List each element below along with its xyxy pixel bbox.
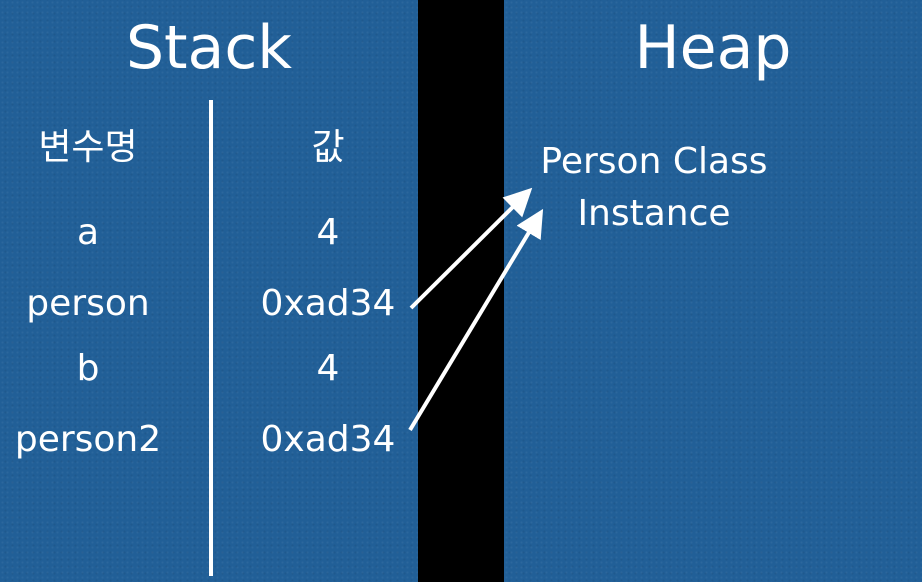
arrow-person2-to-instance <box>408 208 544 432</box>
column-divider <box>209 100 213 576</box>
heap-panel <box>504 0 922 582</box>
header-value: 값 <box>311 127 345 168</box>
arrow-person-to-instance <box>409 187 533 310</box>
row-a-value: 4 <box>316 212 340 253</box>
row-b-name: b <box>76 348 100 389</box>
row-person2-name: person2 <box>14 419 162 460</box>
instance-line-2: Instance <box>577 193 731 234</box>
row-b-value: 4 <box>316 348 340 389</box>
row-person-name: person <box>26 283 150 324</box>
instance-line-1: Person Class <box>540 141 768 182</box>
row-person2-value: 0xad34 <box>260 419 396 460</box>
row-person-value: 0xad34 <box>260 283 396 324</box>
stack-title: Stack <box>125 13 293 83</box>
person-class-instance: Person Class Instance <box>504 136 804 240</box>
header-variable-name: 변수명 <box>38 127 138 168</box>
row-a-name: a <box>76 212 100 253</box>
heap-title: Heap <box>634 13 792 83</box>
